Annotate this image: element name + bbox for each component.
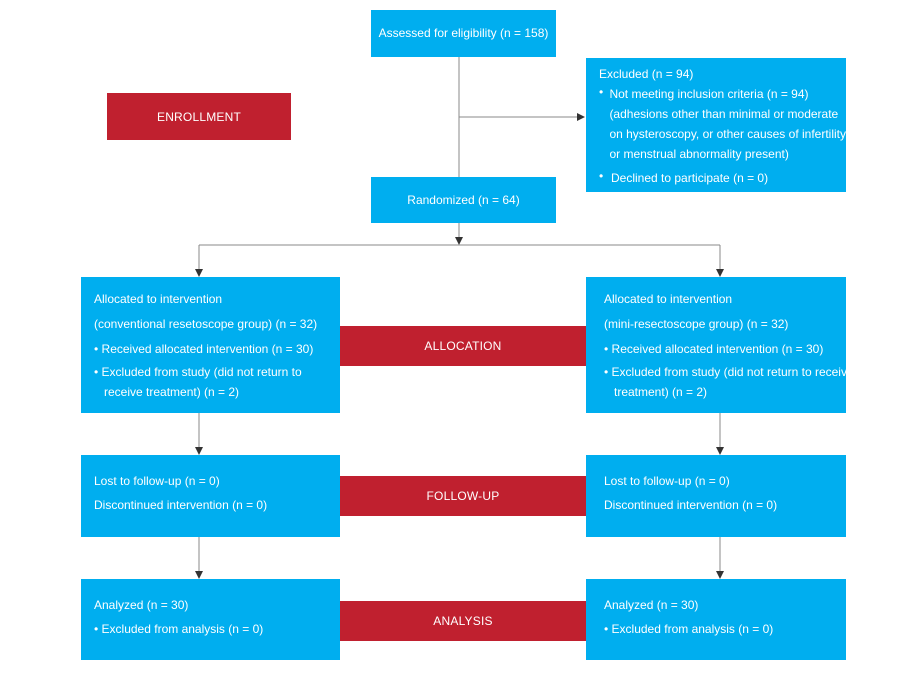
- phase-enrollment-label: ENROLLMENT: [156, 109, 241, 124]
- excluded-title: Excluded (n = 94): [599, 67, 694, 81]
- right-alloc-line-1: Allocated to intervention: [604, 292, 733, 306]
- right-alloc-line-3: • Received allocated intervention (n = 3…: [604, 342, 824, 356]
- left-analysis-line-2: • Excluded from analysis (n = 0): [94, 622, 264, 636]
- randomized-label: Randomized (n = 64): [407, 192, 520, 207]
- left-analysis-line-1: Analyzed (n = 30): [94, 598, 189, 612]
- excluded-bullet-1-line-2: (adhesions other than minimal or moderat…: [609, 107, 839, 121]
- right-followup-box: Lost to follow-up (n = 0) Discontinued i…: [586, 455, 846, 537]
- excluded-bullet-2: • Declined to participate (n = 0): [599, 168, 846, 188]
- left-alloc-line-4: • Excluded from study (did not return to: [94, 365, 302, 379]
- excluded-bullet-1-line-3: on hysteroscopy, or other causes of infe…: [609, 127, 846, 141]
- left-alloc-line-3: • Received allocated intervention (n = 3…: [94, 342, 314, 356]
- assessed-label: Assessed for eligibility (n = 158): [378, 26, 549, 41]
- excluded-bullet-1-line-1: Not meeting inclusion criteria (n = 94): [609, 87, 809, 101]
- phase-analysis: ANALYSIS: [340, 601, 586, 641]
- right-allocation-box: Allocated to intervention (mini-resectos…: [586, 277, 854, 413]
- left-followup-box: Lost to follow-up (n = 0) Discontinued i…: [81, 455, 340, 537]
- phase-analysis-label: ANALYSIS: [433, 614, 493, 628]
- right-analysis-line-1: Analyzed (n = 30): [604, 598, 699, 612]
- excluded-bullet-1-line-4: or menstrual abnormality present): [609, 147, 789, 161]
- right-analysis-box: Analyzed (n = 30) • Excluded from analys…: [586, 579, 846, 660]
- left-allocation-box: Allocated to intervention (conventional …: [81, 277, 340, 413]
- randomized-box: Randomized (n = 64): [371, 177, 556, 223]
- phase-allocation: ALLOCATION: [340, 326, 586, 366]
- right-followup-line-2: Discontinued intervention (n = 0): [604, 498, 778, 512]
- left-followup-line-2: Discontinued intervention (n = 0): [94, 498, 268, 512]
- phase-allocation-label: ALLOCATION: [424, 339, 502, 353]
- phase-followup: FOLLOW-UP: [340, 476, 586, 516]
- left-followup-line-1: Lost to follow-up (n = 0): [94, 474, 220, 488]
- assessed-box: Assessed for eligibility (n = 158): [371, 10, 556, 57]
- bullet-glyph: •: [599, 85, 604, 99]
- phase-followup-label: FOLLOW-UP: [426, 489, 500, 503]
- excluded-bullet-2-text: Declined to participate (n = 0): [611, 171, 769, 185]
- left-alloc-line-1: Allocated to intervention: [94, 292, 223, 306]
- right-followup-line-1: Lost to follow-up (n = 0): [604, 474, 730, 488]
- phase-enrollment: ENROLLMENT: [107, 93, 291, 140]
- left-analysis-box: Analyzed (n = 30) • Excluded from analys…: [81, 579, 340, 660]
- bullet-glyph: •: [599, 169, 604, 183]
- right-alloc-line-4: • Excluded from study (did not return to…: [604, 365, 854, 379]
- right-alloc-line-5: treatment) (n = 2): [614, 385, 708, 399]
- excluded-bullet-1: • Not meeting inclusion criteria (n = 94…: [599, 84, 846, 164]
- right-analysis-line-2: • Excluded from analysis (n = 0): [604, 622, 774, 636]
- left-alloc-line-5: receive treatment) (n = 2): [104, 385, 240, 399]
- right-alloc-line-2: (mini-resectoscope group) (n = 32): [604, 317, 789, 331]
- excluded-box: Excluded (n = 94) • Not meeting inclusio…: [586, 58, 846, 192]
- left-alloc-line-2: (conventional resetoscope group) (n = 32…: [94, 317, 318, 331]
